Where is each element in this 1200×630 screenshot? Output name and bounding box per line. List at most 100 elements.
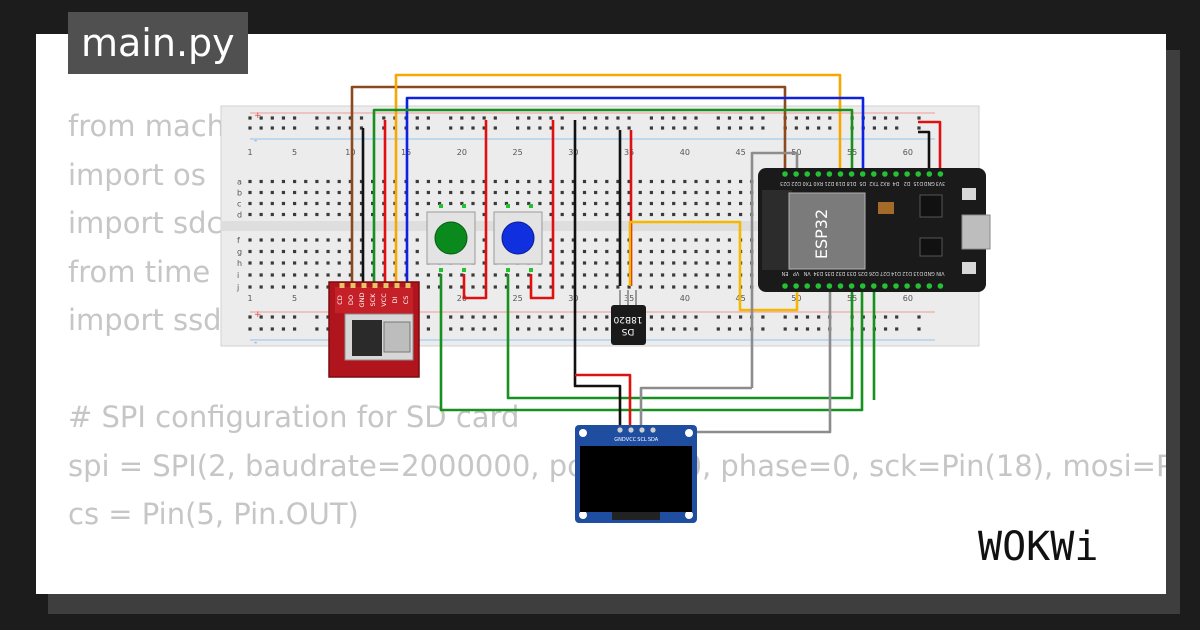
- esp32-pin[interactable]: [882, 171, 888, 177]
- rail-hole: [883, 116, 888, 120]
- wire-green-btn2[interactable]: [506, 274, 854, 400]
- button-green-cap[interactable]: [434, 221, 468, 255]
- esp32-pin[interactable]: [848, 171, 855, 177]
- en-button[interactable]: [962, 262, 976, 274]
- esp32-pin[interactable]: [904, 283, 910, 289]
- rail-hole: [270, 116, 274, 120]
- esp32-pin[interactable]: [837, 283, 844, 289]
- breadboard-hole: [415, 179, 419, 184]
- esp32-pin[interactable]: [837, 171, 844, 177]
- esp32-pin[interactable]: [793, 283, 799, 289]
- wire-green-top[interactable]: [372, 108, 854, 286]
- wire-gray-sda[interactable]: [686, 282, 832, 434]
- esp32-pin[interactable]: [804, 283, 810, 289]
- esp32-pin[interactable]: [815, 283, 822, 289]
- esp32-pin[interactable]: [782, 283, 788, 289]
- esp32-pin[interactable]: [804, 171, 810, 177]
- esp32-pin[interactable]: [915, 171, 921, 177]
- push-button-green[interactable]: [426, 211, 476, 265]
- breadboard-hole: [705, 179, 709, 184]
- wire-yellow-sensor[interactable]: [628, 220, 799, 312]
- esp32-pin[interactable]: [893, 283, 899, 289]
- wire-red-btn1[interactable]: [462, 120, 488, 300]
- esp32-pin[interactable]: [859, 283, 866, 289]
- wire-green-btn1[interactable]: [439, 274, 864, 412]
- breadboard-hole: [594, 273, 598, 277]
- file-tab-main-py[interactable]: main.py: [68, 12, 248, 74]
- oled-pin[interactable]: [650, 427, 656, 433]
- ds18b20-sensor[interactable]: DS 18B20: [611, 290, 646, 345]
- breadboard-hole: [415, 249, 419, 254]
- rail-hole: [805, 126, 810, 130]
- breadboard-hole: [270, 190, 274, 195]
- oled-pin[interactable]: [628, 427, 634, 433]
- esp32-pin[interactable]: [915, 283, 921, 289]
- esp32-pin[interactable]: [782, 171, 788, 177]
- micro-usb-port[interactable]: [961, 214, 991, 250]
- esp32-pin[interactable]: [882, 283, 888, 289]
- rail-hole: [627, 116, 631, 120]
- esp32-pin-label: D5: [859, 180, 866, 186]
- esp32-pin[interactable]: [871, 283, 877, 289]
- esp32-pin-label: D35: [824, 270, 834, 276]
- column-number: 25: [513, 294, 523, 303]
- breadboard-hole: [605, 285, 609, 289]
- wire-red-btn2[interactable]: [529, 120, 555, 300]
- breadboard-hole: [638, 273, 642, 277]
- breadboard-hole: [359, 212, 364, 217]
- breadboard-hole: [281, 179, 286, 184]
- esp32-pin[interactable]: [826, 283, 833, 289]
- breadboard-hole: [471, 273, 475, 277]
- wire-black-oled[interactable]: [573, 120, 622, 428]
- breadboard-hole: [359, 238, 364, 242]
- button-blue-cap[interactable]: [501, 221, 535, 255]
- wire-orange[interactable]: [394, 73, 842, 286]
- push-button-blue[interactable]: [493, 211, 543, 265]
- esp32-pin[interactable]: [926, 171, 933, 177]
- rail-hole: [426, 126, 430, 130]
- esp32-pin[interactable]: [937, 283, 944, 289]
- breadboard-hole: [705, 273, 709, 277]
- rail-hole: [660, 116, 665, 120]
- esp32-pin[interactable]: [871, 171, 877, 177]
- esp32-pin[interactable]: [826, 171, 833, 177]
- column-number: 20: [457, 148, 467, 157]
- breadboard-hole: [337, 201, 341, 206]
- esp32-pin[interactable]: [793, 171, 799, 177]
- wire-gray-oled[interactable]: [639, 386, 752, 428]
- row-letter: b: [237, 189, 242, 198]
- esp32-pin[interactable]: [893, 171, 899, 177]
- esp32-pin-label: GND: [923, 180, 934, 186]
- esp32-pin[interactable]: [937, 171, 944, 177]
- esp32-pin[interactable]: [848, 283, 855, 289]
- breadboard-hole: [348, 261, 352, 265]
- breadboard-hole: [337, 190, 341, 195]
- code-line[interactable]: cs = Pin(5, Pin.OUT): [68, 497, 359, 531]
- esp32-pin[interactable]: [815, 171, 822, 177]
- oled-pin[interactable]: [617, 427, 623, 433]
- esp32-pin[interactable]: [859, 171, 866, 177]
- breadboard-hole: [348, 201, 352, 206]
- rail-hole: [415, 116, 419, 120]
- wire-brown[interactable]: [350, 85, 787, 286]
- code-line[interactable]: import os: [68, 157, 206, 192]
- row-letter: g: [237, 248, 242, 257]
- esp32-pin[interactable]: [926, 283, 933, 289]
- oled-pin[interactable]: [639, 427, 645, 433]
- wire-red-esp-3v3[interactable]: [918, 120, 942, 168]
- wire-gray-top[interactable]: [750, 151, 799, 388]
- esp32-pin[interactable]: [904, 171, 910, 177]
- breadboard-hole: [293, 273, 297, 277]
- wire-black-esp-gnd[interactable]: [918, 130, 931, 168]
- wokwi-logo[interactable]: WOKWi: [976, 522, 1151, 570]
- wire-blue[interactable]: [405, 96, 865, 286]
- breadboard-hole: [538, 273, 542, 277]
- wire-red-oled[interactable]: [575, 373, 632, 428]
- boot-button[interactable]: [962, 188, 976, 200]
